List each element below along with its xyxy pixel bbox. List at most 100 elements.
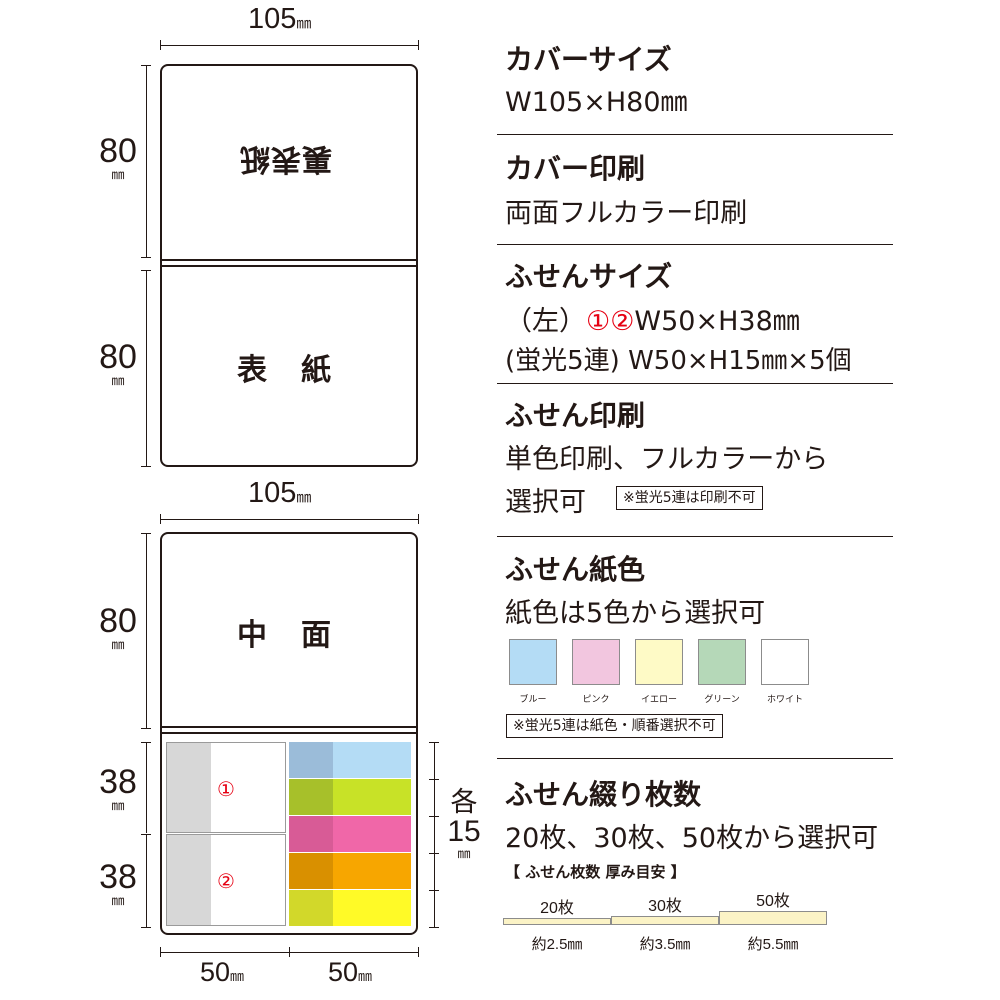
inner-height-tick-bottom xyxy=(141,728,151,729)
sticky-size-value: W50×H38㎜ xyxy=(634,306,800,337)
paper-color-value: 紙色は5色から選択可 xyxy=(505,598,766,629)
strip-tick-2 xyxy=(429,816,439,817)
sticky1-height-value: 38 xyxy=(99,763,137,801)
strip-tick-4 xyxy=(429,890,439,891)
divider-5 xyxy=(497,758,893,759)
front-height-unit: ㎜ xyxy=(111,373,125,388)
sticky2-height-line xyxy=(146,834,147,927)
inner-height-tick-top xyxy=(141,533,151,534)
color-swatch xyxy=(509,639,557,685)
thickness-count-label: 50枚 xyxy=(756,893,790,910)
thickness-heading: 【 ふせん枚数 厚み目安 】 xyxy=(505,863,686,881)
count-title: ふせん綴り枚数 xyxy=(505,778,702,811)
back-height-tick-top xyxy=(141,65,151,66)
each-strip-label: 各 15 ㎜ xyxy=(442,787,486,860)
mid-width-line xyxy=(160,519,418,520)
front-height-label: 80 ㎜ xyxy=(96,340,140,387)
sticky2-height-value: 38 xyxy=(99,858,137,896)
divider-1 xyxy=(497,134,893,135)
width-left-value: 50 xyxy=(200,957,231,987)
thickness-count-label: 30枚 xyxy=(648,898,682,915)
inner-height-unit: ㎜ xyxy=(111,637,125,652)
sticky-note-1-number: ① xyxy=(217,777,235,801)
inner-height-label: 80 ㎜ xyxy=(96,604,140,651)
color-swatch xyxy=(635,639,683,685)
sticky2-height-label: 38 ㎜ xyxy=(96,860,140,907)
top-width-tick-right xyxy=(418,40,419,50)
sticky-size-title: ふせんサイズ xyxy=(505,260,673,293)
cover-size-title: カバーサイズ xyxy=(505,43,672,76)
bottom-tick-left xyxy=(160,947,161,957)
color-swatch xyxy=(761,639,809,685)
back-height-line xyxy=(146,65,147,257)
mid-width-tick-left xyxy=(160,514,161,524)
sticky-note-2: ② xyxy=(166,834,286,926)
sticky2-height-unit: ㎜ xyxy=(111,893,125,908)
thickness-bar xyxy=(611,916,719,925)
top-width-line xyxy=(160,45,418,46)
strip-height-line xyxy=(434,742,435,927)
cover-fold xyxy=(162,259,416,267)
inner-height-line xyxy=(146,533,147,728)
sticky-note-2-tab xyxy=(167,835,211,925)
sticky-size-line2: (蛍光5連) W50×H15㎜×5個 xyxy=(505,346,852,376)
sticky-size-line1: （左）①②W50×H38㎜ xyxy=(505,299,800,338)
back-cover-label: 裏表紙 xyxy=(239,141,332,176)
each-unit: ㎜ xyxy=(457,846,471,861)
sticky-print-line2: 選択可 xyxy=(505,487,586,518)
sticky-print-line1: 単色印刷、フルカラーから xyxy=(505,444,829,475)
paper-color-title: ふせん紙色 xyxy=(505,553,646,586)
front-height-value: 80 xyxy=(99,338,137,376)
thickness-bar xyxy=(719,911,827,925)
thickness-value-label: 約5.5㎜ xyxy=(747,936,799,953)
fluorescent-strip xyxy=(289,890,411,926)
front-height-tick-top xyxy=(141,270,151,271)
color-swatch xyxy=(572,639,620,685)
mid-width-value: 105 xyxy=(248,477,297,509)
width-right-label: 50㎜ xyxy=(328,957,372,988)
width-left-unit: ㎜ xyxy=(230,968,245,984)
each-value: 15 xyxy=(447,815,481,848)
thickness-value-label: 約3.5㎜ xyxy=(639,936,691,953)
fluorescent-strip xyxy=(289,853,411,889)
back-height-tick-bottom xyxy=(141,257,151,258)
back-height-unit: ㎜ xyxy=(111,167,125,182)
top-width-label: 105㎜ xyxy=(248,3,311,36)
back-height-label: 80 ㎜ xyxy=(96,134,140,181)
divider-2 xyxy=(497,244,893,245)
strip-tick-0 xyxy=(429,742,439,743)
mid-width-label: 105㎜ xyxy=(248,477,311,510)
thickness-count-label: 20枚 xyxy=(540,900,574,917)
sticky-print-note: ※蛍光5連は印刷不可 xyxy=(616,486,763,510)
thickness-bar xyxy=(503,918,611,925)
count-value: 20枚、30枚、50枚から選択可 xyxy=(505,823,879,854)
sticky1-height-line xyxy=(146,742,147,833)
cover-print-title: カバー印刷 xyxy=(505,152,646,185)
each-label: 各 xyxy=(450,787,478,817)
width-right-unit: ㎜ xyxy=(358,968,373,984)
sticky1-tick-top xyxy=(141,742,151,743)
mid-width-unit: ㎜ xyxy=(296,489,312,506)
top-width-tick-left xyxy=(160,40,161,50)
color-swatch-label: ピンク xyxy=(582,695,610,705)
mid-width-tick-right xyxy=(418,514,419,524)
sticky-note-2-number: ② xyxy=(217,869,235,893)
divider-3 xyxy=(497,383,893,384)
front-height-line xyxy=(146,270,147,466)
fluorescent-strip-tab xyxy=(289,742,333,778)
width-left-label: 50㎜ xyxy=(200,957,244,988)
bottom-tick-right xyxy=(418,947,419,957)
sticky-print-title: ふせん印刷 xyxy=(505,399,646,432)
fluorescent-strip xyxy=(289,742,411,778)
divider-4 xyxy=(497,536,893,537)
sticky-size-prefix: （左） xyxy=(505,306,586,337)
color-swatch-label: ブルー xyxy=(519,695,547,705)
color-swatch-label: ホワイト xyxy=(766,695,803,705)
fluorescent-strip xyxy=(289,816,411,852)
thickness-value-label: 約2.5㎜ xyxy=(531,936,583,953)
sticky-note-1: ① xyxy=(166,742,286,833)
top-width-value: 105 xyxy=(248,3,297,35)
strip-tick-1 xyxy=(429,779,439,780)
fluorescent-strip-tab xyxy=(289,890,333,926)
top-width-unit: ㎜ xyxy=(296,15,312,32)
